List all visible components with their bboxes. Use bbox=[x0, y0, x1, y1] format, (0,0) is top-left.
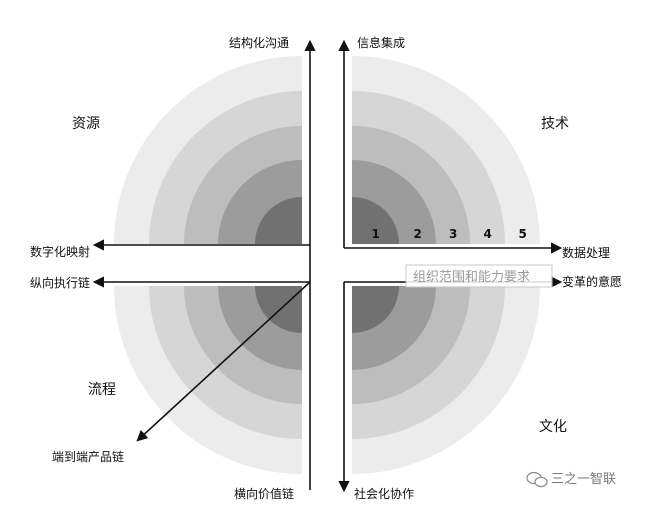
quadrant-technology-rings bbox=[352, 56, 540, 244]
level-number-1: 1 bbox=[372, 227, 380, 241]
quadrant-resources-rings bbox=[114, 56, 302, 244]
watermark-text: 三之一智联 bbox=[551, 472, 616, 487]
ring-level-1 bbox=[352, 197, 399, 244]
level-number-3: 3 bbox=[449, 227, 457, 241]
overlay-label-scope: 组织范围和能力要求 bbox=[413, 270, 530, 285]
label-willingness-to-change: 变革的意愿 bbox=[562, 274, 622, 289]
quadrant-title-technology: 技术 bbox=[541, 116, 569, 132]
quadrant-title-resources: 资源 bbox=[72, 116, 100, 132]
quadrant-culture-rings bbox=[352, 286, 540, 474]
ring-level-1 bbox=[255, 286, 302, 333]
ring-level-1 bbox=[352, 286, 399, 333]
label-horizontal-value-chain: 横向价值链 bbox=[234, 486, 294, 501]
label-vertical-execution-chain: 纵向执行链 bbox=[30, 275, 90, 290]
quadrant-title-culture: 文化 bbox=[539, 419, 567, 435]
label-information-integration: 信息集成 bbox=[357, 35, 405, 50]
label-end-to-end-product-chain: 端到端产品链 bbox=[52, 449, 124, 464]
wechat-icon bbox=[526, 471, 548, 488]
axis-bottom-left-diagonal bbox=[136, 281, 311, 442]
ring-level-1 bbox=[255, 197, 302, 244]
overlay-label-box bbox=[405, 264, 553, 288]
label-data-processing: 数据处理 bbox=[562, 245, 610, 260]
quadrant-title-process: 流程 bbox=[88, 382, 116, 398]
level-number-5: 5 bbox=[519, 227, 527, 241]
level-number-2: 2 bbox=[414, 227, 422, 241]
level-number-4: 4 bbox=[484, 227, 492, 241]
label-social-collaboration: 社会化协作 bbox=[354, 486, 414, 501]
label-digital-mapping: 数字化映射 bbox=[30, 244, 90, 259]
label-structured-communication: 结构化沟通 bbox=[229, 35, 289, 50]
